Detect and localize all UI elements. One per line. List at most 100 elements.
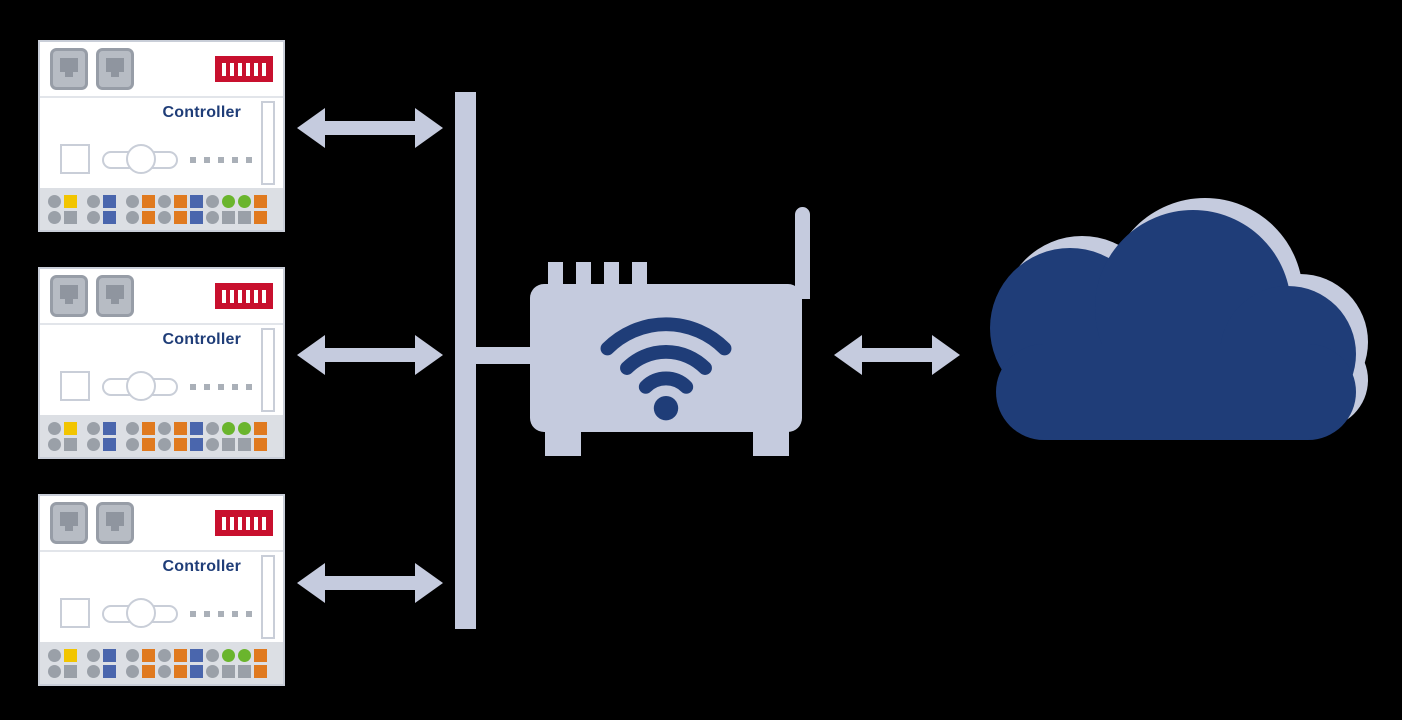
dip-switch-icon (215, 283, 273, 309)
terminal-cell (103, 421, 116, 435)
terminal-cell (48, 648, 61, 662)
controller-top-panel (40, 269, 283, 325)
terminal-cell (190, 194, 203, 208)
terminal-cell (190, 664, 203, 678)
terminal-cell (142, 194, 155, 208)
terminal-column (64, 194, 77, 224)
controller-label: Controller (162, 331, 241, 348)
terminal-column (238, 194, 251, 224)
arrow-controller2-bus (297, 335, 443, 375)
ethernet-port-icon (50, 48, 88, 90)
terminal-cell (254, 648, 267, 662)
terminal-cell (174, 664, 187, 678)
arrowhead-left-icon (297, 108, 325, 148)
release-latch-icon (102, 598, 178, 628)
router-vent (576, 262, 591, 286)
terminal-cell (190, 648, 203, 662)
terminal-cell (87, 437, 100, 451)
arrowhead-right-icon (415, 335, 443, 375)
terminal-column (87, 421, 100, 451)
terminal-cell (48, 210, 61, 224)
latch-circle (126, 144, 156, 174)
controller-box: Controller (38, 267, 285, 459)
terminal-cell (103, 194, 116, 208)
terminal-cell (174, 194, 187, 208)
terminal-cell (238, 210, 251, 224)
latch-circle (126, 371, 156, 401)
faceplate-square (60, 598, 90, 628)
terminal-cell (222, 648, 235, 662)
terminal-column (254, 194, 267, 224)
arrow-shaft (325, 348, 415, 362)
arrow-shaft (325, 576, 415, 590)
terminal-column (158, 194, 171, 224)
terminal-cell (158, 421, 171, 435)
terminal-cell (254, 664, 267, 678)
arrow-shaft (325, 121, 415, 135)
controller-faceplate: Controller (40, 552, 283, 642)
terminal-cell (190, 437, 203, 451)
terminal-cell (254, 437, 267, 451)
router-foot (753, 430, 789, 456)
ethernet-port-icon (50, 275, 88, 317)
terminal-column (126, 421, 139, 451)
terminal-cell (103, 664, 116, 678)
terminal-cell (142, 648, 155, 662)
terminal-column (87, 648, 100, 678)
faceplate-square (60, 371, 90, 401)
controller-top-panel (40, 496, 283, 552)
arrowhead-right-icon (932, 335, 960, 375)
terminal-cell (126, 648, 139, 662)
dip-switch-icon (215, 510, 273, 536)
release-latch-icon (102, 371, 178, 401)
terminal-cell (206, 210, 219, 224)
controller-box: Controller (38, 40, 285, 232)
bus-line (455, 92, 476, 629)
router-vent (604, 262, 619, 286)
ethernet-port-icon (96, 48, 134, 90)
terminal-column (158, 421, 171, 451)
terminal-cell (64, 648, 77, 662)
bus-router-connector (474, 347, 534, 364)
terminal-cell (254, 194, 267, 208)
status-led-dots (190, 384, 252, 390)
ethernet-port-icon (50, 502, 88, 544)
terminal-cell (238, 664, 251, 678)
terminal-cell (126, 210, 139, 224)
release-latch-icon (102, 144, 178, 174)
terminal-cell (126, 194, 139, 208)
terminal-column (87, 194, 100, 224)
terminal-cell (222, 664, 235, 678)
terminal-cell (87, 421, 100, 435)
terminal-cell (48, 194, 61, 208)
terminal-strip (40, 642, 283, 684)
terminal-cell (174, 210, 187, 224)
arrow-controller3-bus (297, 563, 443, 603)
terminal-cell (206, 664, 219, 678)
terminal-cell (174, 437, 187, 451)
controller-faceplate: Controller (40, 325, 283, 415)
terminal-cell (190, 210, 203, 224)
terminal-column (222, 421, 235, 451)
terminal-column (126, 194, 139, 224)
arrow-shaft (862, 348, 932, 362)
terminal-cell (64, 421, 77, 435)
faceplate-square (60, 144, 90, 174)
side-slot (261, 101, 275, 185)
terminal-cell (238, 421, 251, 435)
terminal-cell (206, 421, 219, 435)
latch-circle (126, 598, 156, 628)
terminal-column (158, 648, 171, 678)
terminal-cell (238, 437, 251, 451)
terminal-cell (87, 648, 100, 662)
router-vent (632, 262, 647, 286)
terminal-cell (222, 210, 235, 224)
terminal-cell (126, 437, 139, 451)
terminal-cell (158, 437, 171, 451)
terminal-cell (190, 421, 203, 435)
arrowhead-left-icon (297, 335, 325, 375)
terminal-column (103, 648, 116, 678)
dip-switch-icon (215, 56, 273, 82)
terminal-cell (158, 648, 171, 662)
